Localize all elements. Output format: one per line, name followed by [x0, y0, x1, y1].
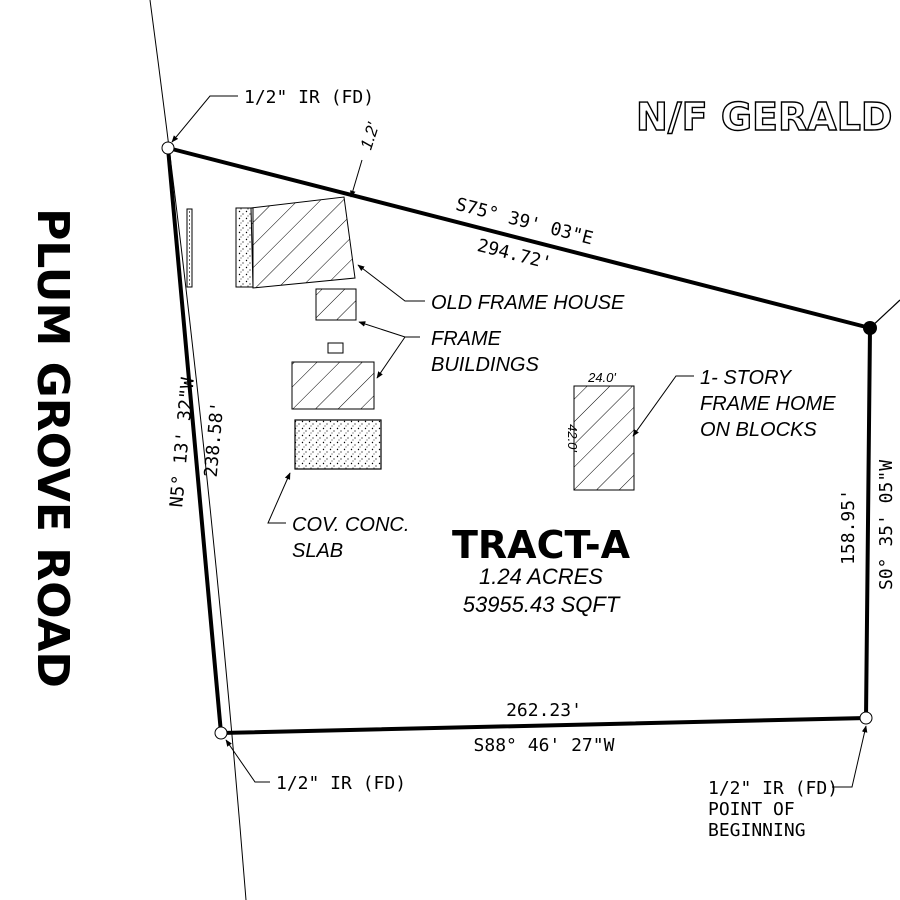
sw-monument-label: 1/2" IR (FD)	[276, 773, 406, 794]
point-of-beginning-label-1: POINT OF	[708, 799, 795, 820]
home-length-dimension: 42.0'	[565, 424, 580, 452]
home-label-2: FRAME HOME	[700, 393, 836, 415]
old-frame-house-label: OLD FRAME HOUSE	[431, 292, 625, 314]
south-line-distance: 262.23'	[506, 700, 582, 721]
frame-building-large	[291, 361, 375, 410]
nw-monument-label: 1/2" IR (FD)	[244, 87, 374, 108]
tract-acres: 1.24 ACRES	[479, 564, 603, 589]
frame-buildings-label-2: BUILDINGS	[431, 354, 539, 376]
offset-dimension: 1.2'	[357, 120, 384, 152]
frame-buildings-leader-2	[376, 336, 406, 379]
home-label-1: 1- STORY	[700, 367, 793, 389]
covered-concrete-slab	[294, 419, 382, 470]
home-width-dimension: 24.0'	[587, 370, 616, 385]
home-label-3: ON BLOCKS	[700, 419, 817, 441]
frame-buildings-leader-1	[358, 321, 420, 338]
fence-strip	[186, 208, 193, 288]
offset-leader	[350, 159, 363, 198]
old-house-leader	[357, 264, 425, 302]
se-iron-rod-icon	[859, 711, 873, 725]
west-line-distance: 238.58'	[201, 401, 229, 478]
slab-label-2: SLAB	[292, 540, 343, 562]
old-frame-house-porch	[235, 207, 254, 288]
east-line-bearing: S0° 35' 05"W	[876, 460, 897, 590]
old-frame-house	[250, 196, 356, 289]
sw-iron-rod-icon	[214, 726, 228, 740]
east-line-distance: 158.95'	[838, 489, 859, 565]
frame-building-small	[315, 288, 357, 321]
tract-square-feet: 53955.43 SQFT	[463, 592, 621, 617]
road-right-of-way-line	[149, 0, 247, 900]
road-name: PLUM GROVE ROAD	[27, 208, 78, 688]
slab-leader	[267, 472, 291, 524]
nw-iron-rod-icon	[161, 141, 175, 155]
nw-monument-leader	[171, 95, 238, 143]
sw-monument-leader	[225, 739, 270, 783]
adjoiner-owner-label: N/F GERALD I	[636, 95, 900, 139]
frame-buildings-label-1: FRAME	[431, 328, 502, 350]
se-monument-leader	[832, 725, 868, 788]
slab-label-1: COV. CONC.	[292, 514, 409, 536]
one-story-frame-home	[573, 385, 635, 491]
home-leader	[632, 375, 694, 437]
se-monument-label: 1/2" IR (FD)	[708, 778, 838, 799]
small-shed	[327, 342, 344, 354]
point-of-beginning-label-2: BEGINNING	[708, 820, 806, 841]
north-line-distance: 294.72'	[475, 235, 554, 274]
south-line-bearing: S88° 46' 27"W	[474, 735, 615, 756]
ne-corner-icon	[863, 321, 877, 335]
tract-name: TRACT-A	[452, 523, 631, 567]
